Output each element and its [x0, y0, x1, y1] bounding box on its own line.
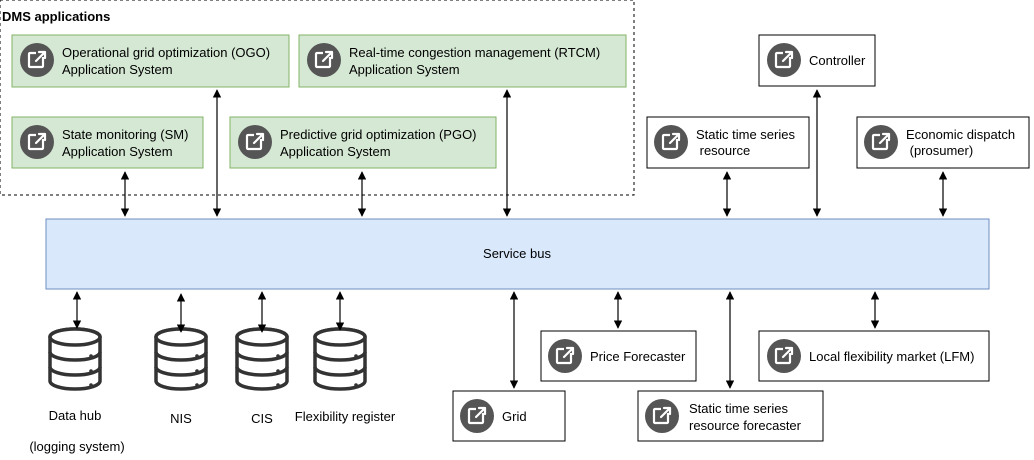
- service-label: Static time series: [696, 127, 795, 142]
- app-label: Real-time congestion management (RTCM): [349, 45, 600, 60]
- service-bus[interactable]: Service bus: [45, 218, 990, 290]
- app-label: Application System: [62, 62, 173, 77]
- app-sm[interactable]: State monitoring (SM) Application System: [11, 116, 204, 169]
- connectors: [72, 89, 948, 389]
- service-label: Controller: [809, 53, 866, 68]
- service-label: Grid: [502, 409, 527, 424]
- group-title: DMS applications: [2, 9, 110, 24]
- service-static-time-series-resource[interactable]: Static time series resource: [646, 116, 810, 169]
- database-label: CIS: [251, 411, 273, 426]
- service-label: Static time series: [689, 401, 788, 416]
- app-label: Operational grid optimization (OGO): [62, 45, 270, 60]
- external-link-icon: [546, 337, 584, 375]
- service-economic-dispatch[interactable]: Economic dispatch (prosumer): [856, 116, 1030, 169]
- app-label: Application System: [280, 144, 391, 159]
- database-icon: [313, 327, 367, 391]
- database-label: Flexibility register: [295, 409, 396, 424]
- app-ogo[interactable]: Operational grid optimization (OGO) Appl…: [11, 34, 290, 88]
- database-label: Data hub: [49, 408, 102, 423]
- service-label: Economic dispatch: [906, 127, 1015, 142]
- service-static-time-series-forecaster[interactable]: Static time series resource forecaster: [637, 390, 824, 442]
- external-link-icon: [458, 397, 496, 435]
- database-nis[interactable]: NIS: [154, 327, 208, 426]
- database-data-hub[interactable]: Data hub (logging system): [29, 327, 125, 454]
- service-bus-label: Service bus: [483, 246, 551, 261]
- database-cis[interactable]: CIS: [235, 327, 289, 426]
- external-link-icon: [652, 123, 690, 161]
- service-label: (prosumer): [906, 143, 973, 158]
- database-icon: [154, 327, 208, 391]
- database-flexibility-register[interactable]: Flexibility register: [295, 327, 396, 424]
- app-label: State monitoring (SM): [62, 127, 188, 142]
- external-link-icon: [765, 41, 803, 79]
- database-label: (logging system): [29, 439, 124, 454]
- external-link-icon: [643, 397, 681, 435]
- app-rtcm[interactable]: Real-time congestion management (RTCM) A…: [298, 34, 627, 88]
- service-label: resource: [696, 143, 750, 158]
- external-link-icon: [305, 41, 343, 79]
- database-label: NIS: [170, 411, 192, 426]
- service-controller[interactable]: Controller: [758, 34, 876, 87]
- service-label: Local flexibility market (LFM): [809, 349, 974, 364]
- service-local-flexibility-market[interactable]: Local flexibility market (LFM): [758, 330, 990, 382]
- app-label: Application System: [62, 144, 173, 159]
- app-pgo[interactable]: Predictive grid optimization (PGO) Appli…: [229, 116, 497, 169]
- app-label: Application System: [349, 62, 460, 77]
- external-link-icon: [18, 41, 56, 79]
- external-link-icon: [862, 123, 900, 161]
- service-label: resource forecaster: [689, 418, 802, 433]
- external-link-icon: [18, 123, 56, 161]
- service-grid[interactable]: Grid: [452, 390, 566, 442]
- external-link-icon: [765, 337, 803, 375]
- external-link-icon: [236, 123, 274, 161]
- database-icon: [235, 327, 289, 391]
- database-icon: [48, 327, 102, 391]
- service-price-forecaster[interactable]: Price Forecaster: [540, 330, 697, 382]
- app-label: Predictive grid optimization (PGO): [280, 127, 477, 142]
- service-label: Price Forecaster: [590, 349, 686, 364]
- dms-applications-group: DMS applications: [0, 0, 635, 196]
